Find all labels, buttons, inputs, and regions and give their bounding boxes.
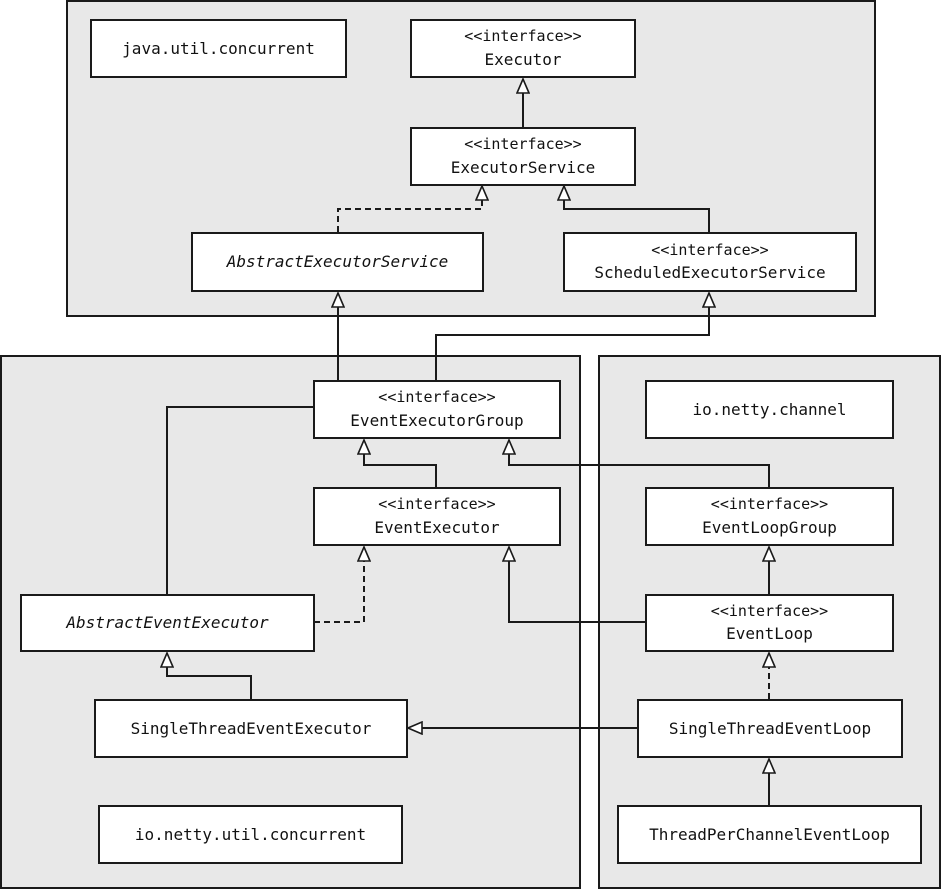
class-event-executor-group: <<interface>> EventExecutorGroup — [313, 380, 561, 439]
class-name: AbstractEventExecutor — [66, 613, 269, 633]
class-name: SingleThreadEventLoop — [668, 718, 872, 738]
edge-abstractexecutorservice-executorservice — [337, 186, 482, 232]
class-name: EventLoopGroup — [702, 517, 837, 537]
class-name: EventExecutor — [374, 517, 500, 537]
class-scheduled-executor-service: <<interface>> ScheduledExecutorService — [563, 232, 857, 292]
class-name: Executor — [484, 49, 562, 69]
class-event-executor: <<interface>> EventExecutor — [313, 487, 561, 546]
edge-singlethreadeventexecutor-abstracteventexecutor — [167, 653, 252, 699]
class-name: SingleThreadEventExecutor — [130, 718, 372, 738]
stereotype-label: <<interface>> — [464, 135, 582, 154]
class-name: EventLoop — [726, 624, 813, 644]
stereotype-label: <<interface>> — [464, 27, 582, 46]
stereotype-label: <<interface>> — [651, 240, 769, 259]
class-name: EventExecutorGroup — [350, 410, 524, 430]
class-event-loop-group: <<interface>> EventLoopGroup — [645, 487, 894, 546]
edge-abstracteventexecutor-eventexecutor — [314, 547, 364, 623]
stereotype-label: <<interface>> — [710, 601, 829, 620]
package-label-java-util-concurrent: java.util.concurrent — [90, 19, 347, 78]
class-abstract-executor-service: AbstractExecutorService — [191, 232, 484, 292]
edge-abstracteventexecutor-eventexecutorgroup — [166, 406, 314, 594]
edge-eventexecutorgroup-scheduledexecutorservice — [435, 293, 709, 380]
package-label-io-netty-channel: io.netty.channel — [645, 380, 894, 439]
class-name: AbstractExecutorService — [226, 252, 449, 272]
class-single-thread-event-executor: SingleThreadEventExecutor — [94, 699, 408, 758]
edge-eventexecutor-eventexecutorgroup — [364, 440, 437, 487]
edge-eventloop-eventexecutor — [509, 547, 646, 623]
class-single-thread-event-loop: SingleThreadEventLoop — [637, 699, 903, 758]
class-executor-service: <<interface>> ExecutorService — [410, 127, 636, 186]
package-label-io-netty-util-concurrent: io.netty.util.concurrent — [98, 805, 403, 864]
class-name: ScheduledExecutorService — [594, 263, 826, 283]
edge-scheduledexecutorservice-executorservice — [564, 186, 710, 232]
class-executor: <<interface>> Executor — [410, 19, 636, 78]
class-abstract-event-executor: AbstractEventExecutor — [20, 594, 315, 652]
stereotype-label: <<interface>> — [378, 388, 496, 407]
class-thread-per-channel-event-loop: ThreadPerChannelEventLoop — [617, 805, 922, 864]
class-name: ExecutorService — [450, 157, 596, 177]
class-name: ThreadPerChannelEventLoop — [649, 824, 890, 844]
stereotype-label: <<interface>> — [710, 495, 829, 514]
stereotype-label: <<interface>> — [378, 495, 496, 514]
edge-eventloopgroup-eventexecutorgroup — [509, 440, 770, 487]
class-event-loop: <<interface>> EventLoop — [645, 594, 894, 652]
